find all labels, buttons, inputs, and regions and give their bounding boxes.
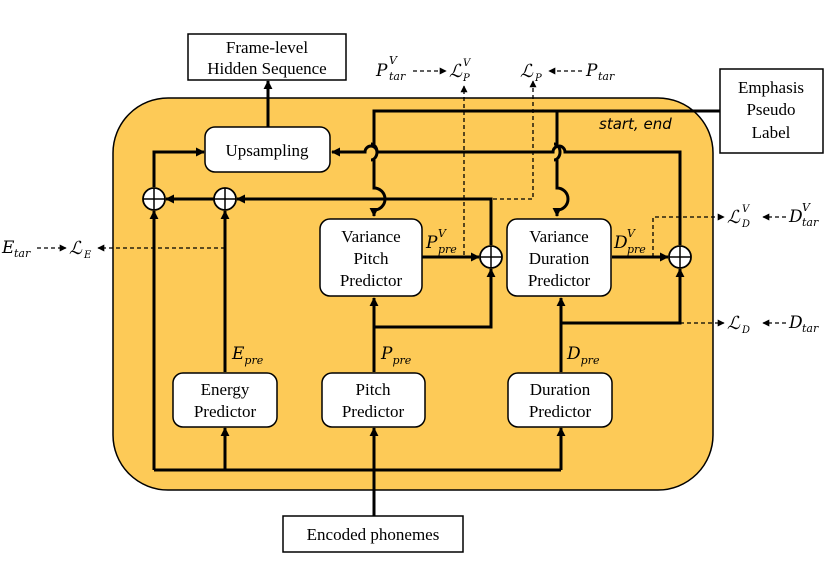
svg-text:V: V [627,227,636,240]
pitch-emphasis-hop-marker [370,142,379,162]
svg-text:P: P [425,233,438,253]
variance-pitch-label-line2: Pitch [354,249,389,268]
p-tar-label: P tar [585,61,615,83]
variance-duration-predictor-box: Variance Duration Predictor [506,218,612,297]
variance-duration-label-line1: Variance [529,227,588,246]
sum1-to-upsampling-arrow [152,147,205,187]
upsampling-label: Upsampling [225,141,309,160]
pitch-label-line1: Pitch [356,380,391,399]
lv-p-label: ℒ V P [449,58,472,84]
dv-pre-label: D V pre [613,227,646,256]
duration-predictor-box: Duration Predictor [507,372,613,428]
emphasis-pseudo-label-box: Emphasis Pseudo Label [719,68,824,154]
svg-text:pre: pre [438,243,457,256]
svg-text:E: E [1,238,15,258]
emphasis-label-line1: Emphasis [738,78,804,97]
variance-duration-label-line2: Duration [529,249,590,268]
emphasis-label-line2: Pseudo [746,100,795,119]
energy-predictor-box: Energy Predictor [172,372,278,428]
sum-node-3 [479,245,503,269]
frame-level-output-box: Frame-level Hidden Sequence [187,33,347,81]
svg-text:D: D [741,325,750,336]
svg-text:V: V [463,58,472,69]
pitch-to-sum3-arrow [374,268,496,329]
svg-text:ℒ: ℒ [449,61,463,82]
pitch-label-line2: Predictor [342,402,405,421]
lv-d-label: ℒ V D [727,204,751,230]
svg-text:V: V [742,204,751,215]
lvd-from-dv-pre-line [652,213,725,257]
emphasis-line [372,109,720,144]
frame-level-label-line1: Frame-level [226,38,308,57]
variance-pitch-label-line1: Variance [341,227,400,246]
d-pre-label: Dpre [566,344,600,367]
svg-text:ℒ: ℒ [727,207,741,228]
svg-text:P: P [462,73,470,84]
variance-pitch-label-line3: Predictor [340,271,403,290]
dv-tar-label: D V tar [788,201,819,229]
duration-label-line2: Predictor [529,402,592,421]
pv-pre-label: P V pre [425,227,457,256]
pv-tar-label: P V tar [375,54,406,83]
svg-text:tar: tar [598,70,615,83]
sum-node-2 [213,187,237,211]
svg-text:ℒ: ℒ [727,313,741,334]
svg-text:V: V [802,201,811,214]
sum3-to-sum2-arrow [236,194,493,245]
upsampling-box: Upsampling [204,126,331,173]
svg-text:tar: tar [14,247,31,260]
sum4-to-upsampling-arrow [331,144,682,245]
svg-text:pre: pre [627,243,646,256]
start-end-label: start, end [599,115,672,133]
svg-text:V: V [389,54,398,67]
svg-text:P: P [585,61,598,81]
svg-text:V: V [438,227,447,240]
variance-duration-label-line3: Predictor [528,271,591,290]
encoded-phonemes-box: Encoded phonemes [282,515,464,553]
sum-node-1 [142,187,166,211]
e-tar-label: E tar [1,238,31,260]
l-p-label: ℒ P [520,61,542,84]
energy-label-line1: Energy [201,380,250,399]
svg-text:D: D [788,207,803,227]
pitch-predictor-box: Pitch Predictor [321,372,426,428]
emphasis-to-variance-duration-arrow [552,160,570,217]
l-d-label: ℒ D [727,313,750,336]
svg-text:tar: tar [802,322,819,335]
sum-node-4 [668,245,692,269]
svg-text:tar: tar [802,216,819,229]
e-pre-label: Epre [231,344,264,367]
emphasis-label-line3: Label [752,123,791,142]
svg-text:ℒ: ℒ [520,61,534,82]
svg-text:D: D [741,219,750,230]
encoded-phonemes-label: Encoded phonemes [307,525,440,544]
svg-text:ℒ: ℒ [69,238,83,259]
duration-label-line1: Duration [530,380,591,399]
variance-pitch-predictor-box: Variance Pitch Predictor [319,218,423,297]
svg-text:tar: tar [389,70,406,83]
svg-text:D: D [613,233,628,253]
p-pre-label: Ppre [380,344,412,367]
duration-emphasis-hop-marker [553,142,562,162]
svg-text:E: E [83,250,92,261]
svg-text:P: P [534,73,542,84]
d-tar-label: D tar [788,313,819,335]
frame-level-label-line2: Hidden Sequence [207,59,326,78]
lp-from-p-pre-line [374,80,537,200]
svg-text:P: P [375,61,388,81]
l-e-label: ℒ E [69,238,92,261]
energy-label-line2: Predictor [194,402,257,421]
svg-text:D: D [788,313,803,333]
